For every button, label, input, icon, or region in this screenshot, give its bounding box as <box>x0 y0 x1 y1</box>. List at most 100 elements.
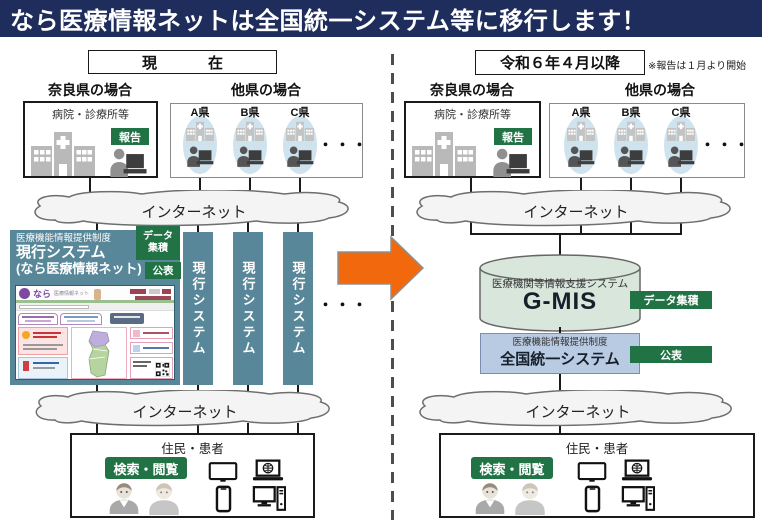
right-nara-heading: 奈良県の場合 <box>430 82 514 98</box>
right-nara-facility-box: 病院・診療所等 報告 <box>404 101 541 178</box>
publish-badge: 公表 <box>145 262 181 279</box>
gmis-scheme-label: 医療機関等情報支援システム <box>491 278 629 290</box>
current-period-box: 現 在 <box>88 50 277 74</box>
resident-person-icon <box>510 481 550 515</box>
prefecture-label: A県 <box>571 107 591 119</box>
resident-person-icon <box>471 481 509 514</box>
website-mascot <box>94 289 101 300</box>
current-system-bar: 現行システム <box>283 232 313 385</box>
website-logo-subtext: 医療情報ネット <box>54 291 90 297</box>
hospital-icon <box>286 121 314 141</box>
person-computer-icon <box>105 147 151 177</box>
connector-line <box>470 233 682 235</box>
publish-badge: 公表 <box>630 346 712 363</box>
person-computer-icon <box>667 145 695 167</box>
prefecture-label: B県 <box>621 107 641 119</box>
left-residents-box: 住民・患者 検索・閲覧 <box>70 433 315 518</box>
future-period-label: 令和６年４月以降 <box>499 55 620 72</box>
resident-person-icon <box>144 481 184 515</box>
connector-line <box>199 173 201 198</box>
facility-label: 病院・診療所等 <box>52 109 129 121</box>
connector-line <box>249 173 251 198</box>
prefecture-label: C県 <box>671 107 691 119</box>
connector-line <box>680 173 682 198</box>
system-name: 現行システム <box>16 244 106 261</box>
connector-line <box>89 178 91 198</box>
left-nara-heading: 奈良県の場合 <box>48 82 132 98</box>
internet-label: インターネット <box>141 204 247 221</box>
connector-line <box>247 221 249 235</box>
residents-label: 住民・患者 <box>565 442 629 456</box>
laptop-globe-icon <box>621 459 653 482</box>
ellipsis-dots: ・・・ <box>318 297 370 314</box>
connector-line <box>297 221 299 235</box>
hospital-icon <box>567 121 595 141</box>
internet-label: インターネット <box>523 204 629 221</box>
hospital-icon <box>236 121 264 141</box>
search-browse-badge: 検索・閲覧 <box>105 457 187 479</box>
report-badge: 報告 <box>494 128 532 145</box>
resident-person-icon <box>105 481 143 514</box>
website-grass-strip <box>16 300 174 303</box>
connector-line <box>197 221 199 235</box>
monitor-icon <box>208 461 238 483</box>
desktop-pc-icon <box>252 485 286 512</box>
screenshot-map-panel <box>71 327 127 379</box>
screenshot-tab <box>60 313 102 325</box>
current-system-box: 医療機能情報提供制度 現行システム (なら医療情報ネット) なら 医療情報ネット <box>10 230 180 385</box>
hospital-icon <box>617 121 645 141</box>
system-subname: (なら医療情報ネット) <box>16 261 142 276</box>
residents-label: 住民・患者 <box>161 442 224 456</box>
hospital-icon <box>667 121 695 141</box>
right-others-heading: 他県の場合 <box>625 82 695 98</box>
national-system-box: 医療機能情報提供制度 全国統一システム <box>480 333 640 374</box>
ellipsis-dots: ・・・ <box>318 137 370 154</box>
system-scheme-label: 医療機能情報提供制度 <box>16 233 112 244</box>
screenshot-side-button <box>130 327 173 339</box>
website-logo-mark <box>19 288 30 299</box>
connector-line <box>470 221 472 235</box>
connector-line <box>297 384 299 398</box>
hospital-icon <box>31 130 95 176</box>
website-nav-button <box>135 296 171 301</box>
connector-line <box>96 221 98 233</box>
current-system-bar: 現行システム <box>233 232 263 385</box>
internet-label: インターネット <box>525 404 631 421</box>
connector-line <box>297 423 299 434</box>
internet-label: インターネット <box>132 404 238 421</box>
search-browse-badge: 検索・閲覧 <box>471 457 553 479</box>
laptop-globe-icon <box>252 459 284 482</box>
future-period-box: 令和６年４月以降 <box>475 50 645 75</box>
screenshot-search-field <box>19 305 89 309</box>
monitor-icon <box>577 461 607 483</box>
connector-line <box>559 374 561 398</box>
current-period-label: 現 在 <box>141 54 241 72</box>
qr-code-icon <box>155 362 170 377</box>
connector-line <box>580 221 582 235</box>
website-nav-button <box>130 289 146 294</box>
desktop-pc-icon <box>621 485 655 512</box>
page-title: なら医療情報ネットは全国統一システム等に移行します！ <box>10 8 647 35</box>
screenshot-panel-blue <box>18 357 68 379</box>
connector-line <box>96 384 98 398</box>
ellipsis-dots: ・・・ <box>700 137 752 154</box>
left-others-heading: 他県の場合 <box>231 82 301 98</box>
person-computer-icon <box>488 147 534 177</box>
data-accumulation-badge: データ集積 <box>630 291 712 309</box>
nara-net-screenshot: なら 医療情報ネット <box>15 285 175 380</box>
website-nav-button <box>162 289 171 294</box>
right-residents-box: 住民・患者 検索・閲覧 <box>439 433 755 518</box>
national-system-name: 全国統一システム <box>500 351 620 368</box>
title-bar: なら医療情報ネットは全国統一システム等に移行します！ <box>0 0 762 37</box>
person-computer-icon <box>567 145 595 167</box>
data-accumulation-badge: データ 集積 <box>136 226 180 260</box>
current-system-bar: 現行システム <box>183 232 213 385</box>
connector-line <box>247 423 249 434</box>
connector-line <box>559 327 561 334</box>
screenshot-tab <box>18 313 58 325</box>
person-computer-icon <box>286 145 314 167</box>
website-logo-text: なら <box>33 289 52 299</box>
person-computer-icon <box>617 145 645 167</box>
connector-line <box>197 423 199 434</box>
connector-line <box>96 423 98 434</box>
